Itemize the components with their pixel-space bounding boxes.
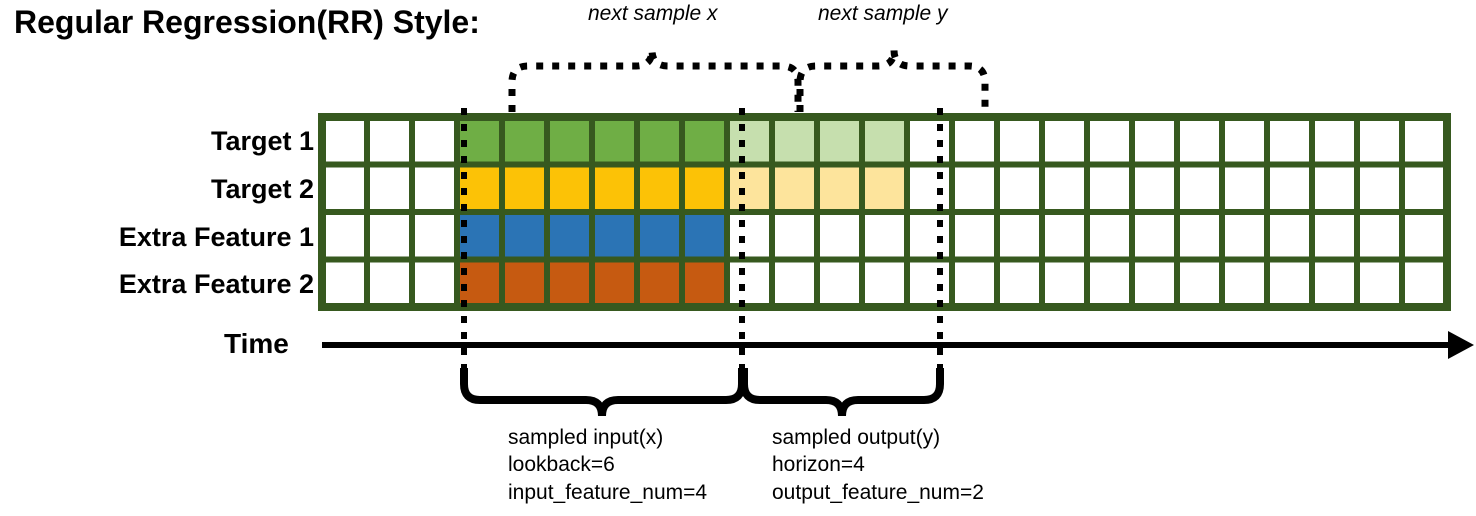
row-label-extra-feature-2: Extra Feature 2: [118, 269, 314, 299]
grid-cell: [682, 164, 727, 212]
page-title: Regular Regression(RR) Style:: [14, 4, 480, 40]
bottom-brace-sampled-input: [460, 368, 746, 417]
row-label-extra-feature-1: Extra Feature 1: [118, 222, 314, 252]
grid-cell: [682, 259, 727, 307]
grid-cell: [682, 212, 727, 260]
grid-cell: [592, 212, 637, 260]
grid-cell: [817, 164, 862, 212]
row-label-target-1: Target 1: [210, 126, 314, 156]
grid-cell: [772, 164, 817, 212]
grid-cell: [862, 164, 907, 212]
sampled-input-featnum: input_feature_num=4: [508, 480, 708, 504]
next-sample-x-label: next sample x: [588, 2, 718, 25]
grid-cell: [772, 117, 817, 165]
guide-dotted-lines: [461, 108, 943, 372]
sampled-output-featnum: output_feature_num=2: [772, 480, 984, 504]
grid-cell: [862, 117, 907, 165]
grid-cell: [637, 259, 682, 307]
grid-frame: [318, 113, 1451, 311]
sampled-output-title: sampled output(y): [772, 426, 941, 449]
grid-cell: [592, 117, 637, 165]
grid-cell: [502, 164, 547, 212]
grid-cell: [457, 212, 502, 260]
grid-cell: [592, 259, 637, 307]
grid-cell: [637, 164, 682, 212]
grid-cell: [502, 259, 547, 307]
grid-cell: [727, 164, 772, 212]
sampled-input-block: sampled input(x) lookback=6 input_featur…: [508, 424, 707, 506]
grid-cell: [547, 212, 592, 260]
grid-cell: [682, 117, 727, 165]
grid-lines: [318, 113, 1451, 311]
sampled-output-block: sampled output(y) horizon=4 output_featu…: [772, 424, 984, 506]
grid-cell: [637, 212, 682, 260]
next-sample-y-label: next sample y: [818, 2, 948, 25]
grid-cell: [637, 117, 682, 165]
grid-cell: [727, 117, 772, 165]
grid-cell: [547, 259, 592, 307]
sampled-input-title: sampled input(x): [508, 426, 664, 449]
grid-cell: [817, 117, 862, 165]
grid-cell: [502, 212, 547, 260]
grid-cell: [547, 164, 592, 212]
sampled-output-horizon: horizon=4: [772, 453, 865, 477]
time-axis-label: Time: [224, 328, 289, 359]
top-brace-next-sample-y: [796, 49, 989, 112]
grid-cell: [592, 164, 637, 212]
top-brace-next-sample-x: [508, 49, 802, 112]
time-axis: [322, 331, 1474, 359]
sampled-input-lookback: lookback=6: [508, 453, 615, 477]
row-label-column: Target 1 Target 2 Extra Feature 1 Extra …: [8, 0, 314, 516]
bottom-brace-sampled-output: [740, 368, 944, 417]
grid-cell: [547, 117, 592, 165]
grid-cell: [457, 259, 502, 307]
row-label-target-2: Target 2: [210, 174, 314, 204]
grid-cell: [502, 117, 547, 165]
